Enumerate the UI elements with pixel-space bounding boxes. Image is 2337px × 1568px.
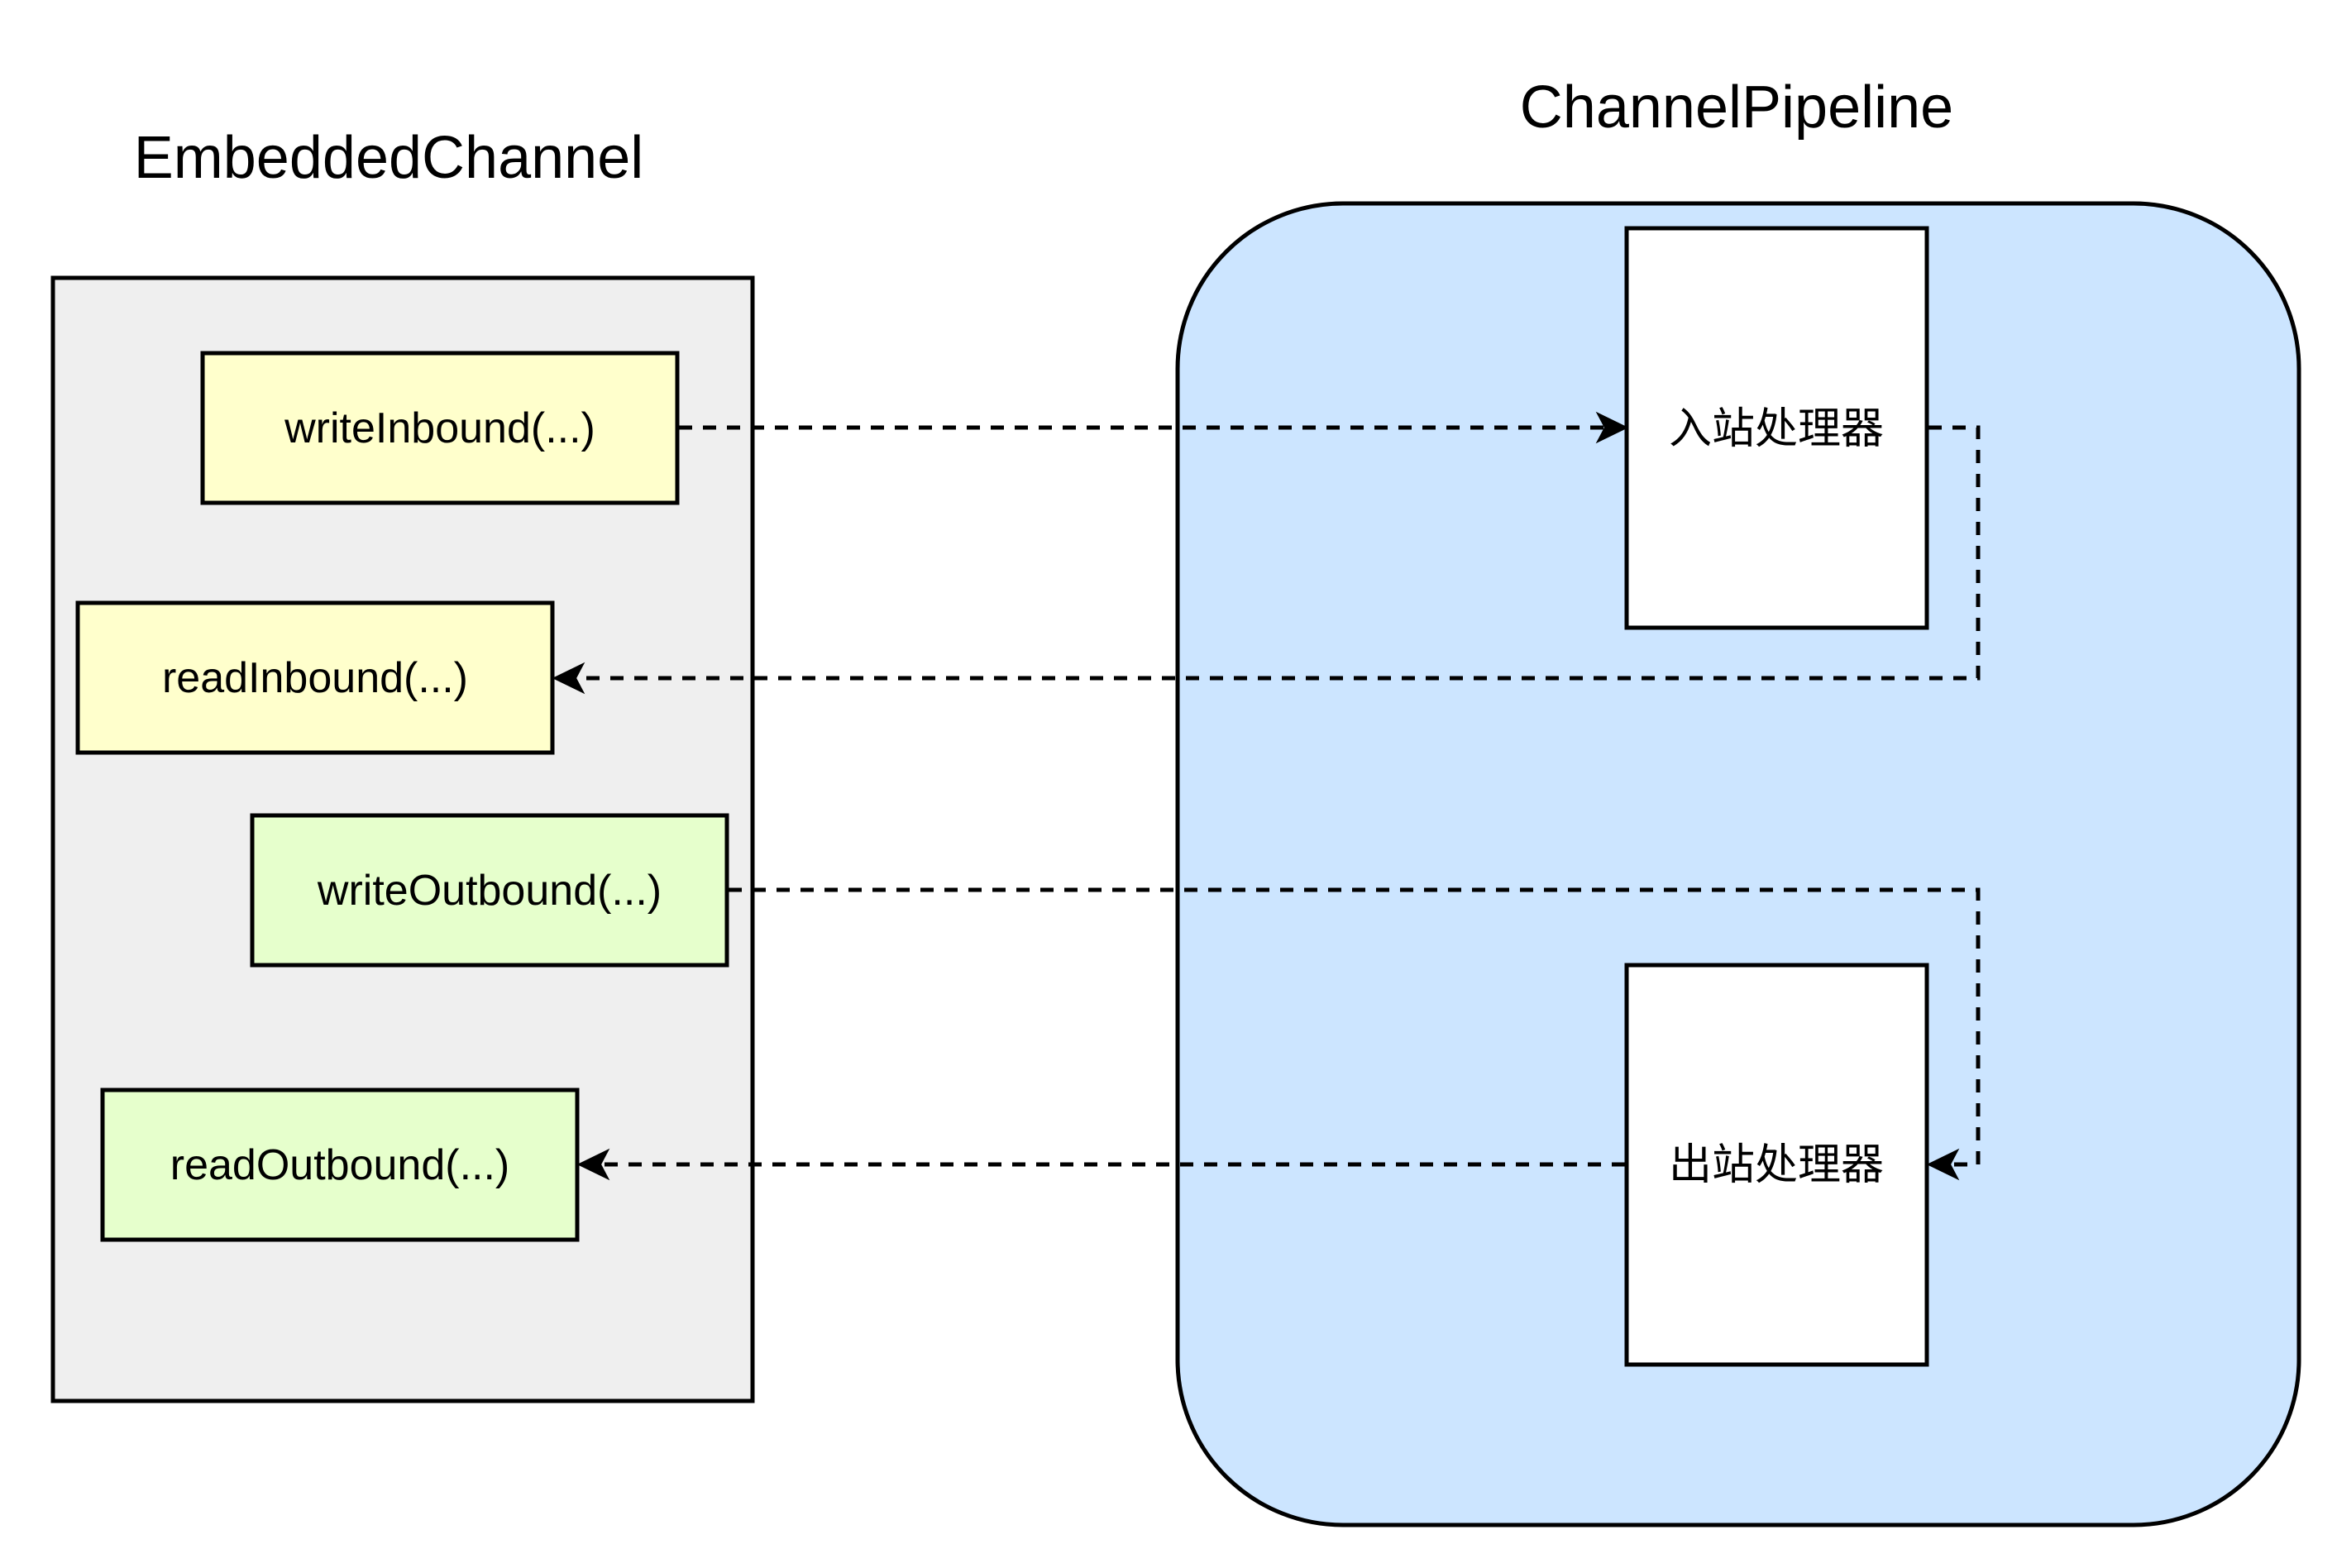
flow-handler-to-read-outbound (576, 1148, 1625, 1181)
outbound-handler-label: 出站处理器 (1669, 1140, 1884, 1190)
arrowhead-icon (552, 662, 585, 695)
outbound-handler: 出站处理器 (1624, 963, 1929, 1367)
channel-pipeline-box (1175, 201, 2301, 1527)
write-inbound-method: writeInbound(...) (200, 351, 680, 505)
inbound-handler-box (1624, 226, 1929, 630)
embedded-channel-title: EmbeddedChannel (134, 125, 643, 191)
read-outbound-box (100, 1088, 580, 1242)
flow-write-outbound-to-handler (729, 887, 1981, 1181)
write-outbound-label: writeOutbound(...) (317, 867, 662, 915)
arrowhead-icon (576, 1148, 610, 1181)
read-inbound-label: readInbound(...) (162, 654, 468, 702)
flow-handler-to-read-inbound (552, 425, 1981, 695)
read-inbound-method: readInbound(...) (75, 600, 555, 755)
inbound-handler-label: 入站处理器 (1669, 404, 1884, 454)
write-inbound-box (200, 351, 680, 505)
write-inbound-label: writeInbound(...) (284, 404, 595, 452)
read-inbound-box (75, 600, 555, 755)
read-outbound-label: readOutbound(...) (170, 1141, 509, 1189)
outbound-handler-box (1624, 963, 1929, 1367)
write-outbound-box (250, 813, 729, 968)
flow-line (575, 425, 1981, 681)
channel-pipeline-title: ChannelPipeline (1520, 74, 1953, 141)
inbound-handler: 入站处理器 (1624, 226, 1929, 630)
flow-write-inbound-to-handler (679, 411, 1629, 444)
flow-line (729, 887, 1981, 1167)
write-outbound-method: writeOutbound(...) (250, 813, 729, 968)
arrowhead-icon (1595, 411, 1629, 444)
read-outbound-method: readOutbound(...) (100, 1088, 580, 1242)
arrowhead-icon (1926, 1148, 1960, 1181)
